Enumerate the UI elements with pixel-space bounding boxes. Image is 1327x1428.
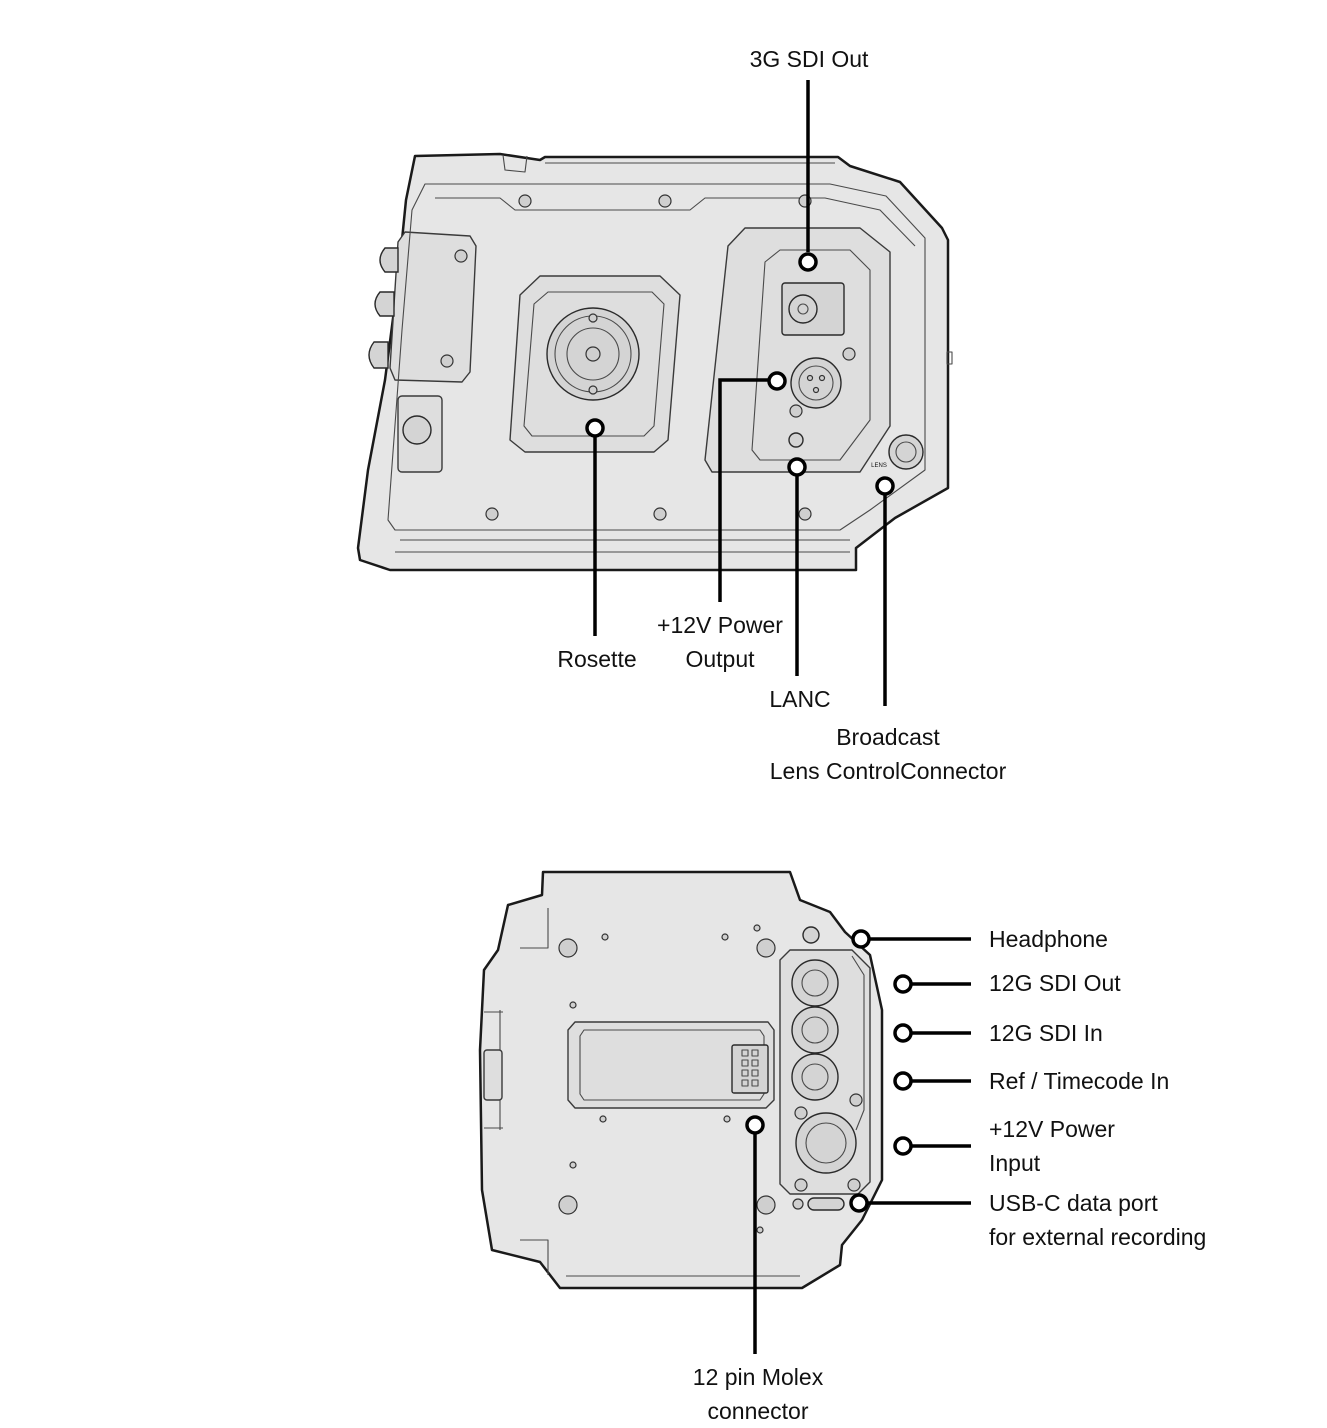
sdi-12g-out-bnc [791, 959, 839, 1007]
callout-dot-rosette [585, 418, 605, 438]
callout-dot-lanc [787, 457, 807, 477]
lens-engraving: LENS [871, 463, 887, 469]
label-ref-timecode-in: Ref / Timecode In [989, 1068, 1170, 1094]
xlr-power-out [790, 357, 842, 409]
camera-rear-view [478, 870, 884, 1290]
molex-connector [731, 1044, 769, 1094]
sdi-12g-in-bnc [791, 1006, 839, 1054]
side-left-port-panel [389, 231, 477, 383]
callout-dot-headphone [851, 929, 871, 949]
callout-dot-usbc [849, 1193, 869, 1213]
usb-c-port [807, 1197, 845, 1211]
callout-dot-lens [875, 476, 895, 496]
callout-dot-power-out [767, 371, 787, 391]
lanc-jack [788, 432, 804, 448]
label-usb-c-port: USB-C data port for external recording [989, 1190, 1207, 1250]
label-rosette: Rosette [557, 646, 637, 672]
callout-dot-sdi-in [893, 1023, 913, 1043]
callout-dot-sdi-out [893, 974, 913, 994]
label-12g-sdi-out: 12G SDI Out [989, 970, 1121, 996]
label-lanc: LANC [769, 686, 831, 712]
callout-dot-power-in [893, 1136, 913, 1156]
label-headphone: Headphone [989, 926, 1108, 952]
label-molex-connector: 12 pin Molex connector [692, 1364, 824, 1424]
label-power-output: +12V Power Output [657, 612, 783, 672]
xlr-power-in [795, 1112, 857, 1174]
label-lens-control: Broadcast Lens ControlConnector [769, 724, 1007, 784]
callout-dot-3g-sdi [798, 252, 818, 272]
callout-leaders [585, 80, 971, 1354]
callout-dot-molex [745, 1115, 765, 1135]
camera-side-view [356, 152, 953, 572]
label-12g-sdi-in: 12G SDI In [989, 1020, 1103, 1046]
lens-control-connector [888, 434, 924, 470]
label-3g-sdi-out: 3G SDI Out [749, 46, 869, 72]
ref-timecode-bnc [791, 1053, 839, 1101]
callout-dot-ref-tc [893, 1071, 913, 1091]
label-power-input: +12V Power Input [989, 1116, 1115, 1176]
molex-cover-plate [567, 1021, 775, 1109]
